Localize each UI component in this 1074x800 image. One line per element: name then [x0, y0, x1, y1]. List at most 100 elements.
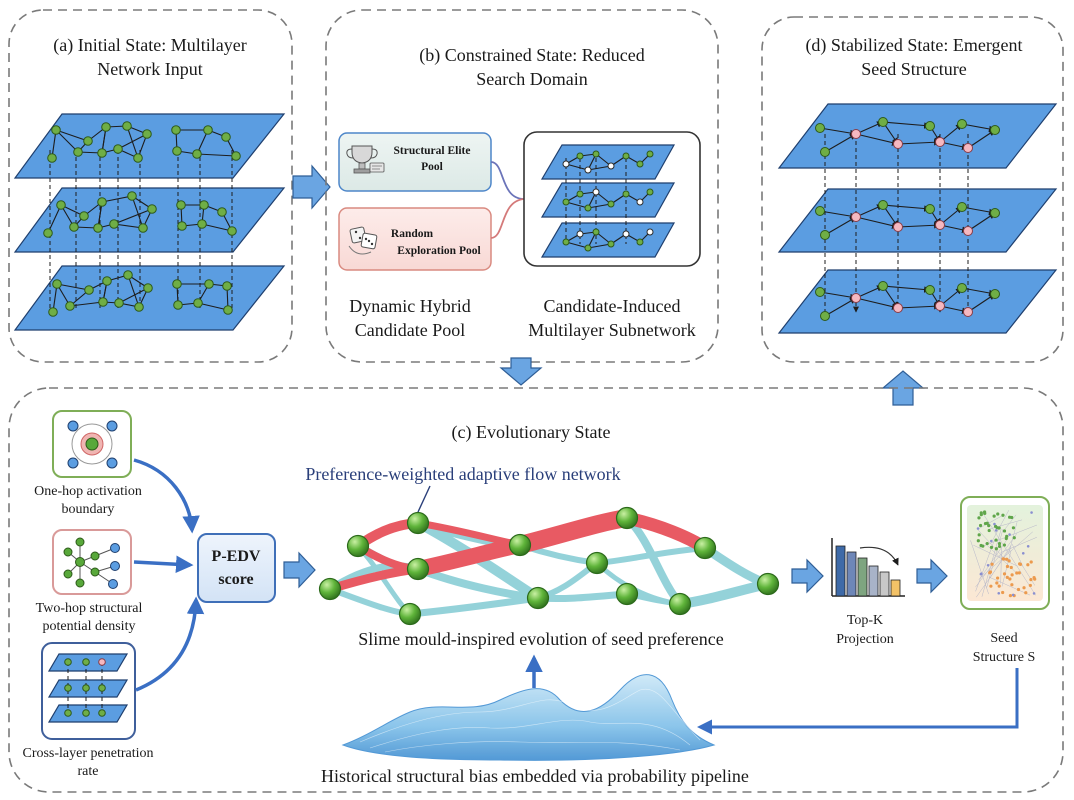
random-pool-label-1: Random	[391, 228, 434, 240]
network-node	[127, 191, 137, 201]
adaptive-flow-network	[318, 506, 780, 626]
directed-edge	[897, 138, 941, 146]
network-node	[48, 307, 58, 317]
trophy-icon	[346, 145, 385, 174]
network-node	[957, 119, 967, 129]
network-edge	[197, 302, 229, 311]
cross-layer-label-2: rate	[78, 764, 99, 779]
seed-dot	[992, 514, 996, 518]
seed-dot	[1007, 559, 1011, 563]
network-node	[925, 285, 935, 295]
panel-d-frame	[761, 16, 1064, 363]
seed-dot	[994, 538, 998, 542]
network-edge	[587, 243, 612, 249]
random-merge-connector	[490, 198, 525, 239]
layer-a-bottom	[13, 265, 286, 331]
network-node	[83, 136, 93, 146]
topk-label-2: Projection	[836, 632, 894, 647]
network-edge	[101, 195, 133, 203]
panel-a-title-line-1: (a) Initial State: Multilayer	[53, 35, 246, 56]
network-node	[177, 221, 187, 231]
seed-dot	[986, 563, 990, 567]
probability-wave-surface	[341, 674, 716, 761]
seed-dot	[1008, 577, 1012, 581]
seed-node	[893, 139, 903, 149]
arrow-flow-to-topk	[791, 558, 824, 594]
directed-edge	[897, 221, 941, 229]
network-node	[98, 297, 108, 307]
seed-dot	[1009, 565, 1013, 570]
network-node	[925, 204, 935, 214]
seed-dot	[1032, 592, 1036, 595]
directed-edge	[819, 291, 857, 301]
network-node	[231, 151, 241, 161]
hybrid-pool-caption-2: Candidate Pool	[355, 320, 466, 340]
seed-dot	[1005, 575, 1009, 579]
network-node	[203, 125, 213, 135]
flow-node	[668, 592, 692, 616]
panel-c-evolutionary-state: (c) Evolutionary State One-hop activatio…	[8, 387, 1064, 793]
two-hop-to-pedv-arrow	[133, 555, 194, 573]
network-node	[176, 200, 186, 210]
network-node	[820, 147, 830, 157]
network-node	[990, 208, 1000, 218]
seed-dot	[1008, 533, 1011, 536]
network-node	[815, 287, 825, 297]
topk-bar-chart-icon	[831, 538, 905, 597]
flow-node	[615, 582, 639, 606]
seed-dot	[994, 547, 998, 551]
seed-dot	[997, 526, 1001, 530]
seed-dot	[997, 541, 1002, 546]
panel-c-title: (c) Evolutionary State	[452, 422, 611, 443]
two-hop-structural-box	[52, 529, 132, 595]
panel-a-initial-state: (a) Initial State: Multilayer Network In…	[8, 9, 293, 363]
seed-dot	[977, 516, 981, 520]
seed-edge	[978, 531, 1033, 580]
seed-edge	[1004, 514, 1017, 530]
network-edge	[196, 153, 237, 157]
network-node	[84, 285, 94, 295]
network-edge	[565, 201, 589, 209]
network-node	[622, 230, 630, 238]
directed-edge	[855, 216, 899, 229]
network-d	[777, 103, 1058, 334]
network-node	[217, 207, 227, 217]
seed-label-1: Seed	[990, 631, 1017, 646]
flow-node	[693, 536, 717, 560]
subnetwork-caption-1: Candidate-Induced	[544, 296, 681, 316]
network-node	[562, 238, 570, 246]
network-edge	[201, 223, 233, 232]
network-node	[52, 279, 62, 289]
network-node	[147, 204, 157, 214]
network-edge	[113, 223, 144, 229]
network-node	[101, 122, 111, 132]
seed-dot	[983, 521, 988, 526]
seed-dot	[993, 522, 996, 526]
network-node	[142, 129, 152, 139]
directed-edge	[855, 297, 899, 310]
seed-dot	[1008, 515, 1012, 519]
network-edge	[565, 241, 589, 249]
layer-a-middle	[13, 187, 286, 253]
historical-bias-caption: Historical structural bias embedded via …	[321, 766, 749, 786]
network-node	[622, 152, 630, 160]
network-node	[172, 146, 182, 156]
directed-edge	[819, 127, 857, 137]
arrow-b-to-c	[499, 357, 543, 386]
layer-d-bottom	[777, 269, 1058, 334]
network-edge	[126, 125, 139, 159]
network-node	[576, 230, 584, 238]
network-node	[133, 153, 143, 163]
seed-dot	[1005, 564, 1010, 569]
network-node	[576, 152, 584, 160]
network-node	[114, 298, 124, 308]
network-node	[43, 228, 53, 238]
seed-dot	[1029, 560, 1033, 564]
network-node	[607, 162, 615, 170]
network-node	[957, 202, 967, 212]
seed-node	[893, 303, 903, 313]
network-edge	[127, 274, 140, 308]
candidate-induced-subnetwork	[523, 131, 701, 267]
seed-dot	[1015, 571, 1019, 575]
cross-layer-label-1: Cross-layer penetration	[22, 746, 153, 761]
